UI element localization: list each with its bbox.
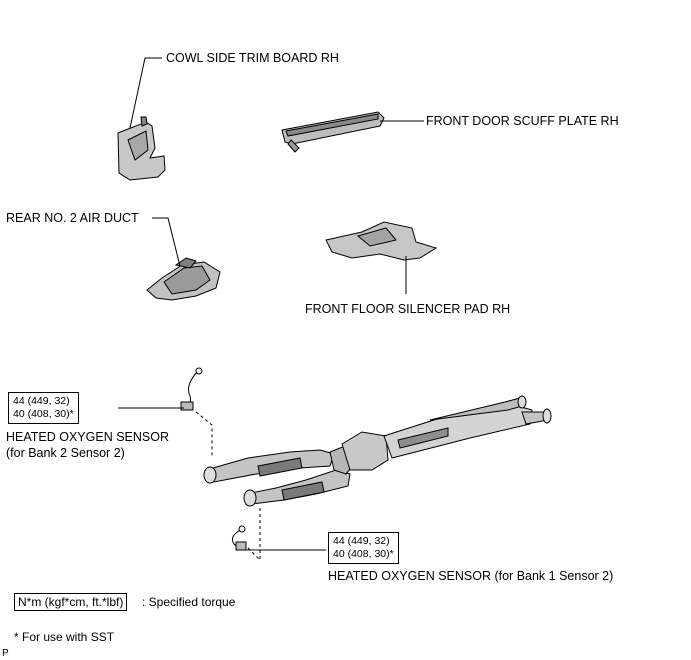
torque-bank1-value: 44 (449, 32): [333, 535, 390, 547]
cowl-trim-leader: [129, 57, 162, 129]
torque-bank1-sst-value: 40 (408, 30)*: [333, 548, 394, 560]
torque-bank2-sst-value: 40 (408, 30)*: [13, 408, 74, 420]
sensor-bank1-label: HEATED OXYGEN SENSOR (for Bank 1 Sensor …: [328, 569, 614, 583]
exhaust-pipe-drawing: [203, 395, 552, 507]
rear-air-duct-drawing: [146, 257, 221, 301]
sensor-bank2-sublabel: (for Bank 2 Sensor 2): [6, 446, 125, 460]
sensor-bank2-dash: [195, 411, 213, 458]
front-floor-silencer-label: FRONT FLOOR SILENCER PAD RH: [305, 302, 511, 316]
oxygen-sensor-bank1-drawing: [231, 525, 247, 551]
air-duct-leader: [152, 217, 181, 267]
front-door-scuff-label: FRONT DOOR SCUFF PLATE RH: [426, 114, 619, 128]
oxygen-sensor-bank2-drawing: [180, 367, 203, 411]
torque-box-bank1: 44 (449, 32) 40 (408, 30)*: [328, 532, 399, 564]
sensor-bank1-dash: [247, 506, 261, 562]
cowl-side-trim-label: COWL SIDE TRIM BOARD RH: [166, 51, 339, 65]
torque-bank2-value: 44 (449, 32): [13, 395, 70, 407]
torque-unit-key: N*m (kgf*cm, ft.*lbf): [14, 593, 128, 611]
front-floor-silencer-pad-drawing: [325, 221, 438, 261]
cowl-side-trim-board-drawing: [117, 116, 166, 181]
front-door-scuff-plate-drawing: [281, 111, 385, 153]
torque-unit-meaning: : Specified torque: [142, 595, 236, 609]
sensor-bank2-label: HEATED OXYGEN SENSOR: [6, 430, 169, 444]
page-marker: P: [2, 648, 9, 659]
torque-box-bank2: 44 (449, 32) 40 (408, 30)*: [8, 392, 79, 424]
rear-air-duct-label: REAR NO. 2 AIR DUCT: [6, 211, 139, 225]
sst-footnote: * For use with SST: [14, 630, 115, 644]
